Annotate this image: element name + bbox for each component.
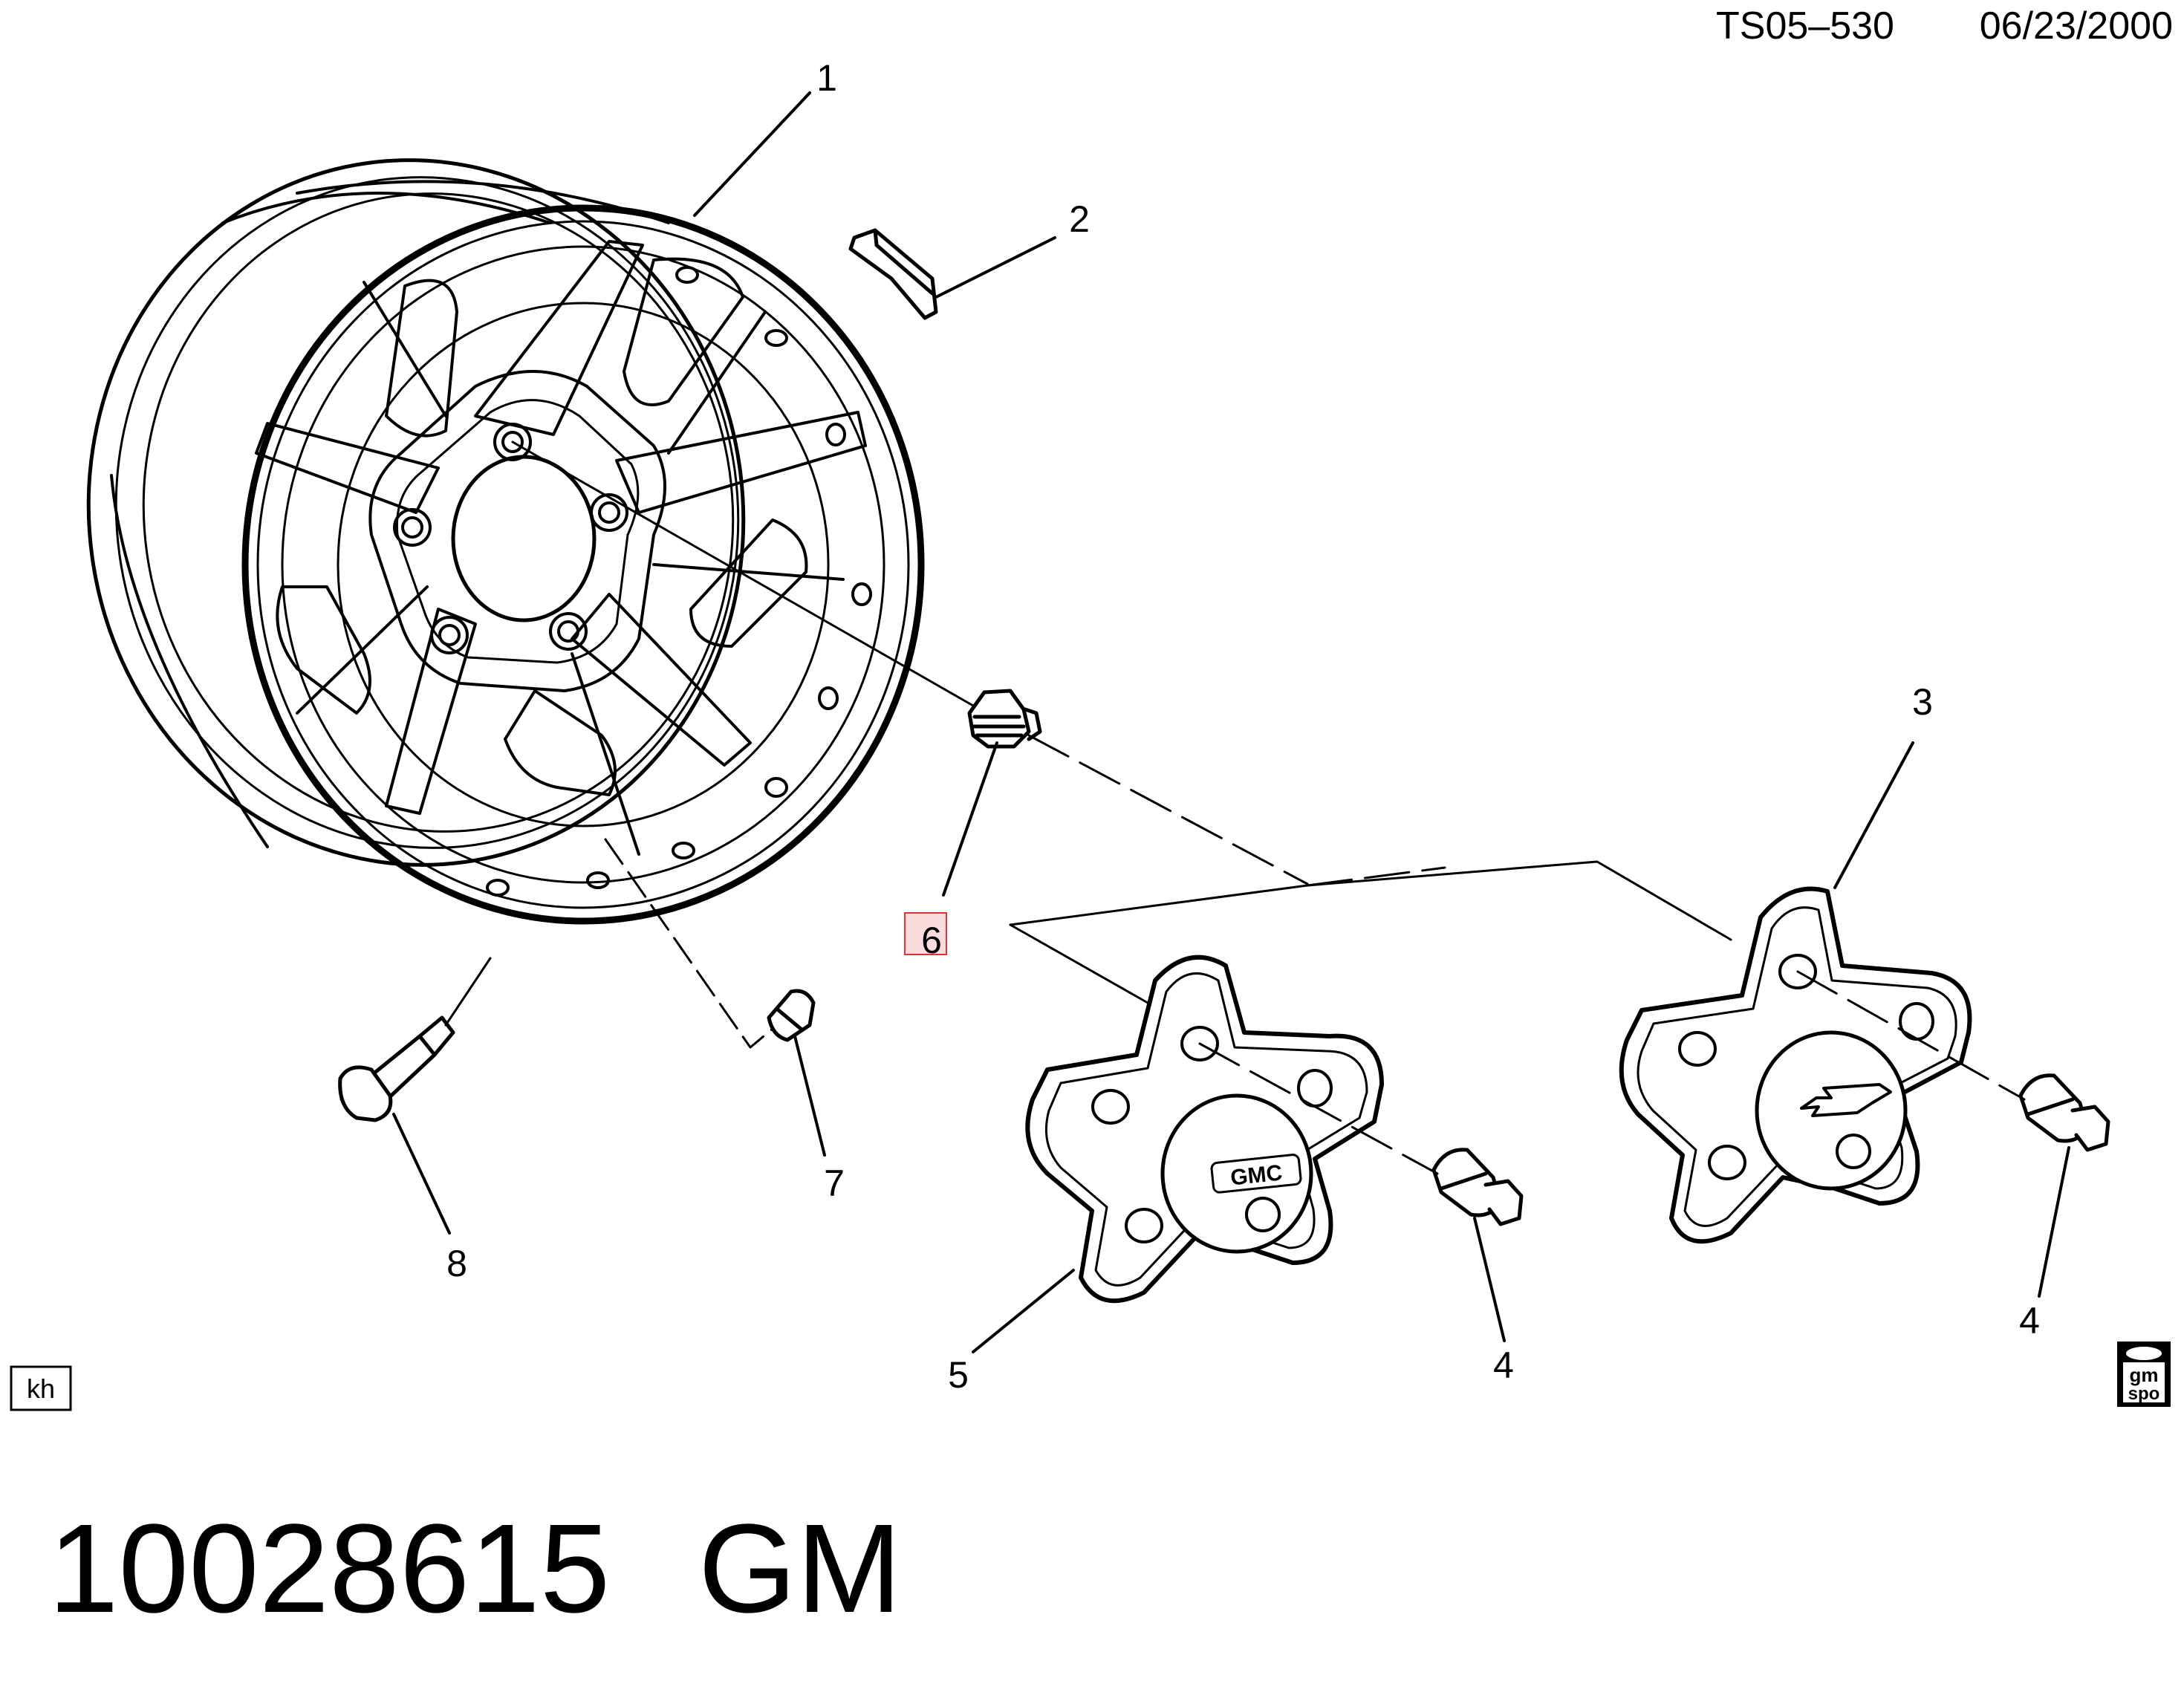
lug-nut: [967, 689, 1042, 749]
callout-8: 8: [446, 1243, 467, 1284]
center-cap-gmc: [1025, 955, 1384, 1304]
callout-7: 7: [824, 1162, 845, 1204]
header-date: 06/23/2000: [1980, 4, 2173, 48]
kh-badge-label: kh: [27, 1373, 55, 1404]
callout-5: 5: [948, 1354, 969, 1396]
callout-4-right: 4: [2019, 1300, 2040, 1342]
center-cap-chevrolet: [1619, 886, 1972, 1244]
kh-badge: [10, 1365, 72, 1411]
balance-weight: [848, 228, 938, 320]
part-number: 10028615: [48, 1498, 610, 1639]
callout-3: 3: [1912, 681, 1933, 723]
callout-2: 2: [1069, 198, 1090, 240]
wheel: [86, 158, 925, 925]
callout-6: 6: [921, 920, 942, 961]
callout-1: 1: [816, 57, 837, 99]
svg-text:spo: spo: [2128, 1384, 2160, 1404]
wheel-lock-left: [1431, 1148, 1524, 1226]
bowtie-emblem: [1800, 1083, 1892, 1117]
brand: GM: [698, 1498, 902, 1639]
callout-4-left: 4: [1493, 1344, 1514, 1386]
valve-cap: [767, 989, 816, 1042]
svg-text:gm: gm: [2130, 1364, 2159, 1386]
wheel-lock-right: [2018, 1073, 2110, 1152]
gmc-emblem: GMC: [1229, 1160, 1284, 1190]
valve-stem: [338, 1015, 455, 1122]
gm-spo-logo: gm spo: [2117, 1342, 2171, 1407]
callout-6-highlight: [904, 912, 947, 955]
header-code: TS05–530: [1716, 4, 1894, 48]
